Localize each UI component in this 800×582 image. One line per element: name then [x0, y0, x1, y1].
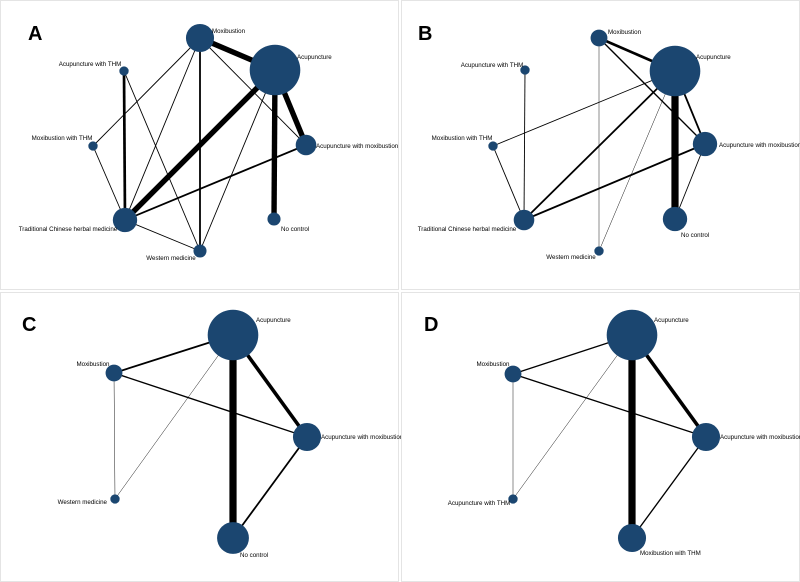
node-western [594, 246, 604, 256]
node-acumoxi [691, 422, 721, 452]
node-label-western: Western medicine [146, 255, 196, 262]
edge-acumoxi-noctrl [232, 436, 308, 539]
edge-acu-western [114, 334, 234, 500]
node-moxi [105, 364, 123, 382]
node-label-acu: Acupuncture [696, 54, 731, 61]
node-label-moxithm: Moxibustion with THM [640, 550, 701, 557]
node-label-noctrl: No control [240, 552, 268, 559]
node-moxi [590, 29, 608, 47]
edge-acuthm-tchm [523, 69, 526, 221]
panel-letter: C [22, 314, 36, 336]
node-label-acumoxi: Acupuncture with moxibustion [719, 142, 800, 149]
node-acumoxi [292, 422, 322, 452]
edge-acu-acuthm [512, 334, 633, 500]
node-label-moxi: Moxibustion [76, 361, 110, 368]
edge-tchm-western [124, 219, 201, 252]
edge-acumoxi-tchm [124, 144, 307, 221]
node-acuthm [508, 494, 518, 504]
node-label-moxi: Moxibustion [212, 28, 246, 35]
edge-moxi-tchm [124, 37, 201, 221]
node-western [110, 494, 120, 504]
node-western [193, 244, 207, 258]
edge-acuthm-tchm [122, 70, 127, 221]
node-acu [606, 309, 658, 361]
node-label-acuthm: Acupuncture with THM [59, 61, 121, 68]
node-label-western: Western medicine [546, 254, 596, 261]
edge-acu-western [199, 69, 276, 252]
edge-moxi-acumoxi [598, 37, 706, 145]
panel-letter: B [418, 23, 432, 45]
node-tchm [513, 209, 535, 231]
node-label-acumoxi: Acupuncture with moxibustion [321, 434, 404, 441]
panel-letter: A [28, 23, 42, 45]
node-label-acu: Acupuncture [297, 54, 332, 61]
node-label-acu: Acupuncture [256, 317, 291, 324]
edge-moxithm-tchm [492, 145, 525, 221]
edge-acumoxi-moxithm [631, 436, 707, 539]
edge-acu-tchm [523, 70, 676, 221]
edge-moxi-acumoxi [113, 372, 308, 438]
node-label-moxithm: Moxibustion with THM [432, 135, 493, 142]
node-acu [649, 45, 701, 97]
node-moxithm [617, 523, 647, 553]
node-label-acuthm: Acupuncture with THM [461, 62, 523, 69]
node-moxi [504, 365, 522, 383]
node-acu [249, 44, 301, 96]
edge-moxi-moxithm [92, 37, 201, 147]
edge-moxi-acumoxi [199, 37, 307, 146]
node-label-tchm: Traditional Chinese herbal medicine [418, 226, 517, 233]
node-noctrl [217, 522, 249, 554]
node-label-noctrl: No control [281, 226, 309, 233]
node-label-acumoxi: Acupuncture with moxibustion [316, 143, 399, 150]
node-tchm [112, 207, 138, 233]
edge-acuthm-western [123, 70, 201, 252]
edge-moxi-western [113, 372, 116, 500]
node-noctrl [267, 212, 281, 226]
node-acu [207, 309, 259, 361]
edge-moxithm-tchm [92, 145, 126, 221]
node-label-acumoxi: Acupuncture with moxibustion [720, 434, 800, 441]
node-label-western: Western medicine [58, 499, 108, 506]
node-acuthm [119, 66, 129, 76]
node-moxithm [488, 141, 498, 151]
node-label-moxi: Moxibustion [476, 361, 510, 368]
edge-acumoxi-tchm [523, 143, 706, 221]
node-moxi [185, 23, 215, 53]
node-acumoxi [295, 134, 317, 156]
node-label-moxithm: Moxibustion with THM [32, 135, 93, 142]
panel-letter: D [424, 314, 438, 336]
edge-acumoxi-noctrl [674, 143, 706, 220]
node-label-noctrl: No control [681, 232, 709, 239]
node-acuthm [520, 65, 530, 75]
node-label-moxi: Moxibustion [608, 29, 642, 36]
node-acumoxi [692, 131, 718, 157]
node-label-acu: Acupuncture [654, 317, 689, 324]
panel-frame [0, 292, 399, 582]
edge-moxi-acumoxi [512, 373, 707, 438]
node-moxithm [88, 141, 98, 151]
node-label-acuthm: Acupuncture with THM [448, 500, 510, 507]
node-label-tchm: Traditional Chinese herbal medicine [19, 226, 118, 233]
node-noctrl [662, 206, 688, 232]
panel-frame [401, 292, 800, 582]
